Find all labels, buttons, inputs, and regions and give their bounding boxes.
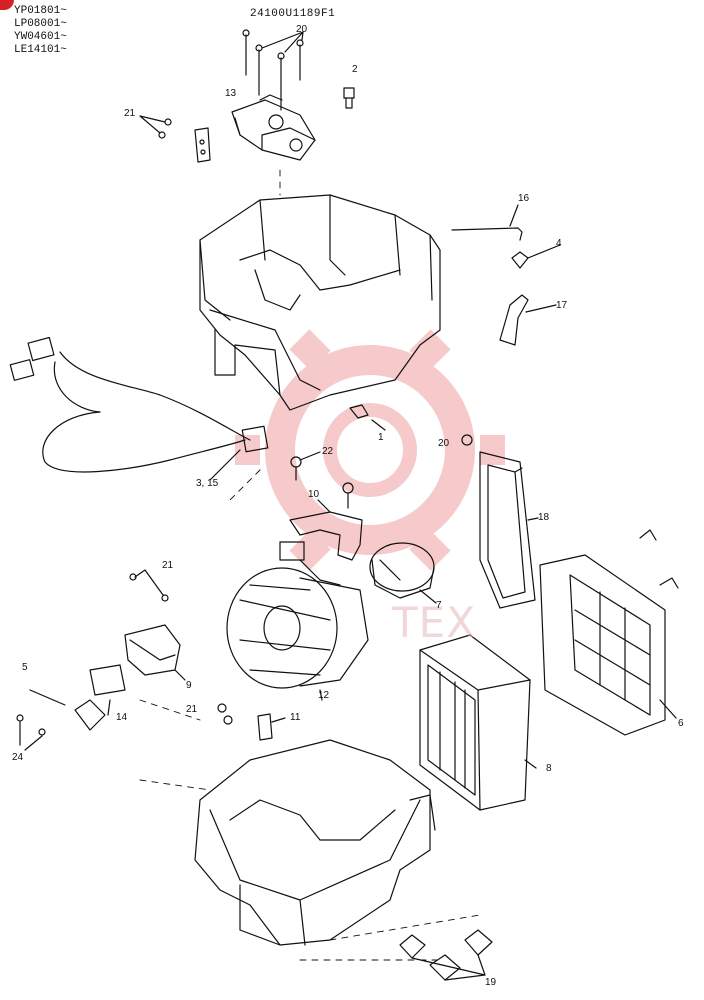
serial-range-4: LE14101~ xyxy=(14,44,67,56)
serial-range-2: LP08001~ xyxy=(14,18,67,30)
callout-14: 14 xyxy=(116,712,128,723)
callout-9: 9 xyxy=(186,680,192,691)
heater-core-8 xyxy=(419,634,537,811)
strap-10 xyxy=(289,499,363,561)
serial-range-3: YW04601~ xyxy=(14,31,67,43)
serial-range-1: YP01801~ xyxy=(14,5,67,17)
rod-16-clip-4-lever-17 xyxy=(451,204,561,346)
lower-housing xyxy=(194,739,436,946)
callout-17: 17 xyxy=(556,300,568,311)
callout-8: 8 xyxy=(546,763,552,774)
callout-6: 6 xyxy=(678,718,684,729)
clip-1-screws-20-22 xyxy=(290,404,473,509)
part-code-title: 24100U1189F1 xyxy=(250,8,336,20)
callout-20-mid: 20 xyxy=(438,438,450,449)
callout-2: 2 xyxy=(352,64,358,75)
sensor-2 xyxy=(343,87,355,109)
corner-red-mark xyxy=(0,0,14,10)
bracket-21-upper xyxy=(139,115,211,163)
filter-frame-18 xyxy=(479,451,539,609)
callout-5: 5 xyxy=(22,662,28,673)
callout-3-15: 3, 15 xyxy=(196,478,219,489)
callout-24: 24 xyxy=(12,752,24,763)
callout-16: 16 xyxy=(518,193,530,204)
callout-12: 12 xyxy=(318,690,330,701)
callout-1: 1 xyxy=(378,432,384,443)
callout-13: 13 xyxy=(225,88,237,99)
resistor-assembly-9-14 xyxy=(16,569,186,751)
callout-21-upper: 21 xyxy=(124,108,136,119)
blower-wheel-12 xyxy=(226,541,369,701)
callout-10: 10 xyxy=(308,489,320,500)
wire-harness-3-15 xyxy=(9,336,269,481)
callout-22: 22 xyxy=(322,446,334,457)
watermark-text: TEX xyxy=(392,598,476,647)
callout-20-top: 20 xyxy=(296,24,308,35)
bracket-11 xyxy=(217,703,286,741)
callout-4: 4 xyxy=(556,238,562,249)
clips-19 xyxy=(399,929,493,981)
callout-7: 7 xyxy=(436,600,442,611)
callout-19: 19 xyxy=(485,977,497,988)
upper-housing xyxy=(199,194,441,411)
assembly-guide-lines xyxy=(139,169,481,961)
watermark-gear-logo xyxy=(235,329,505,571)
fan-housing-7 xyxy=(369,542,437,604)
grille-cover-6 xyxy=(539,529,679,736)
callout-21-mid: 21 xyxy=(162,560,174,571)
callout-11: 11 xyxy=(290,712,301,723)
screws-20-top xyxy=(242,29,304,111)
callout-18: 18 xyxy=(538,512,550,523)
callout-21-lower: 21 xyxy=(186,704,198,715)
actuator-13 xyxy=(231,94,316,161)
